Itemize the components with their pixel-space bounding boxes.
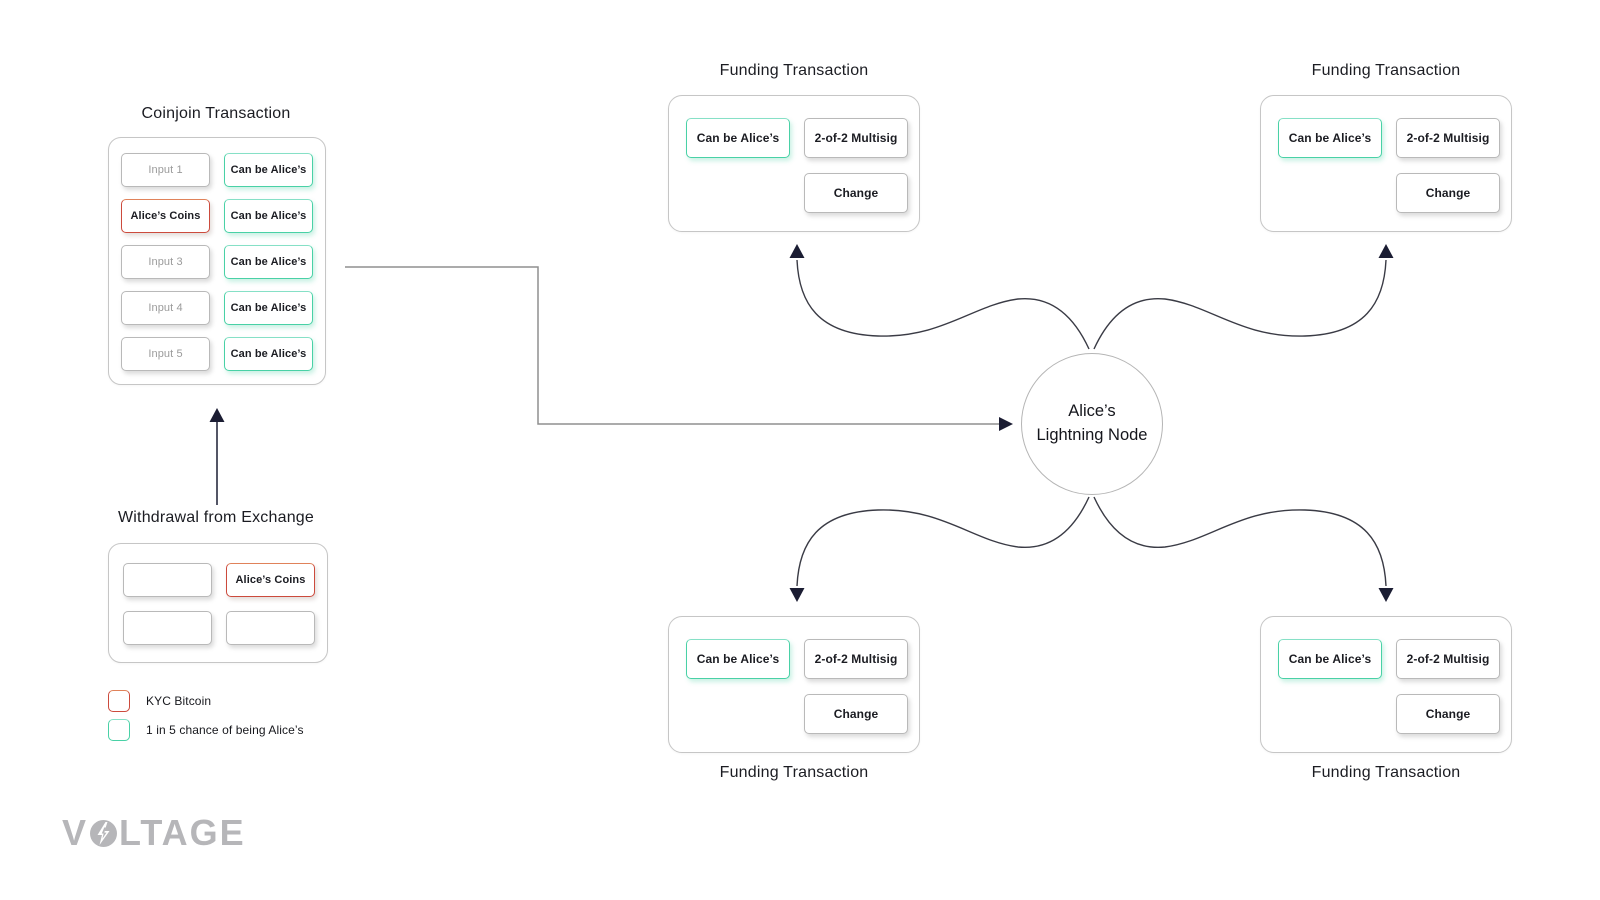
arrowhead-down-icon <box>1378 588 1394 602</box>
funding-title-bottom-right: Funding Transaction <box>1311 764 1461 781</box>
coinjoin-output: Can be Alice’s <box>224 245 313 279</box>
arrowhead-right-icon <box>999 417 1013 431</box>
node-to-funding-bottom-left-connector <box>796 496 1090 587</box>
withdrawal-cell-empty <box>226 611 315 645</box>
lightning-bolt-icon <box>90 819 118 847</box>
legend-label: 1 in 5 chance of being Alice’s <box>146 723 304 737</box>
alice-green-swatch-icon <box>108 719 130 741</box>
funding-box-bottom-left: Can be Alice’s 2-of-2 Multisig Change <box>668 616 920 753</box>
coinjoin-output: Can be Alice’s <box>224 291 313 325</box>
coinjoin-input: Input 3 <box>121 245 210 279</box>
legend-item-chance: 1 in 5 chance of being Alice’s <box>108 719 304 741</box>
coinjoin-row: Input 4 Can be Alice’s <box>121 291 313 325</box>
voltage-logo: V LTAGE <box>62 812 246 854</box>
funding-output-multisig: 2-of-2 Multisig <box>804 639 908 679</box>
funding-output-can-be-alices: Can be Alice’s <box>1278 118 1382 158</box>
withdrawal-title: Withdrawal from Exchange <box>118 509 314 526</box>
withdrawal-cell-empty <box>123 563 212 597</box>
legend-label: KYC Bitcoin <box>146 694 212 708</box>
coinjoin-input-alices-coins: Alice’s Coins <box>121 199 210 233</box>
coinjoin-row: Input 3 Can be Alice’s <box>121 245 313 279</box>
node-to-funding-top-right-connector <box>1093 259 1387 350</box>
coinjoin-input: Input 5 <box>121 337 210 371</box>
arrowhead-up-icon <box>1378 244 1394 258</box>
funding-title-top-right: Funding Transaction <box>1311 62 1461 79</box>
coinjoin-output: Can be Alice’s <box>224 153 313 187</box>
coinjoin-row: Input 5 Can be Alice’s <box>121 337 313 371</box>
logo-text-rest: LTAGE <box>119 812 246 853</box>
coinjoin-row: Input 1 Can be Alice’s <box>121 153 313 187</box>
arrowhead-up-icon <box>789 244 805 258</box>
funding-output-multisig: 2-of-2 Multisig <box>1396 118 1500 158</box>
funding-box-top-right: Can be Alice’s 2-of-2 Multisig Change <box>1260 95 1512 232</box>
withdrawal-cell-empty <box>123 611 212 645</box>
kyc-red-swatch-icon <box>108 690 130 712</box>
funding-title-bottom-left: Funding Transaction <box>719 764 869 781</box>
node-to-funding-top-left-connector <box>796 259 1090 350</box>
funding-output-change: Change <box>1396 694 1500 734</box>
coinjoin-output: Can be Alice’s <box>224 337 313 371</box>
arrowhead-up-icon <box>209 408 225 422</box>
coinjoin-row: Alice’s Coins Can be Alice’s <box>121 199 313 233</box>
logo-text-pre: V <box>62 812 89 853</box>
funding-output-can-be-alices: Can be Alice’s <box>686 639 790 679</box>
node-label-line1: Alice’s <box>1068 402 1116 421</box>
coinjoin-to-node-connector <box>345 266 999 425</box>
funding-box-bottom-right: Can be Alice’s 2-of-2 Multisig Change <box>1260 616 1512 753</box>
funding-output-can-be-alices: Can be Alice’s <box>686 118 790 158</box>
coinjoin-input: Input 4 <box>121 291 210 325</box>
withdrawal-box: Alice’s Coins <box>108 543 328 663</box>
funding-output-multisig: 2-of-2 Multisig <box>1396 639 1500 679</box>
alices-lightning-node: Alice’s Lightning Node <box>1021 353 1163 495</box>
node-label-line2: Lightning Node <box>1036 426 1148 444</box>
arrowhead-down-icon <box>789 588 805 602</box>
coinjoin-output: Can be Alice’s <box>224 199 313 233</box>
withdrawal-cell-alices-coins: Alice’s Coins <box>226 563 315 597</box>
legend: KYC Bitcoin 1 in 5 chance of being Alice… <box>108 690 304 741</box>
funding-output-can-be-alices: Can be Alice’s <box>1278 639 1382 679</box>
funding-box-top-left: Can be Alice’s 2-of-2 Multisig Change <box>668 95 920 232</box>
funding-output-multisig: 2-of-2 Multisig <box>804 118 908 158</box>
coinjoin-input: Input 1 <box>121 153 210 187</box>
legend-item-kyc: KYC Bitcoin <box>108 690 304 712</box>
coinjoin-title: Coinjoin Transaction <box>141 105 291 122</box>
funding-output-change: Change <box>804 173 908 213</box>
funding-output-change: Change <box>1396 173 1500 213</box>
funding-title-top-left: Funding Transaction <box>719 62 869 79</box>
funding-output-change: Change <box>804 694 908 734</box>
coinjoin-box: Input 1 Can be Alice’s Alice’s Coins Can… <box>108 137 326 385</box>
node-to-funding-bottom-right-connector <box>1093 496 1387 587</box>
